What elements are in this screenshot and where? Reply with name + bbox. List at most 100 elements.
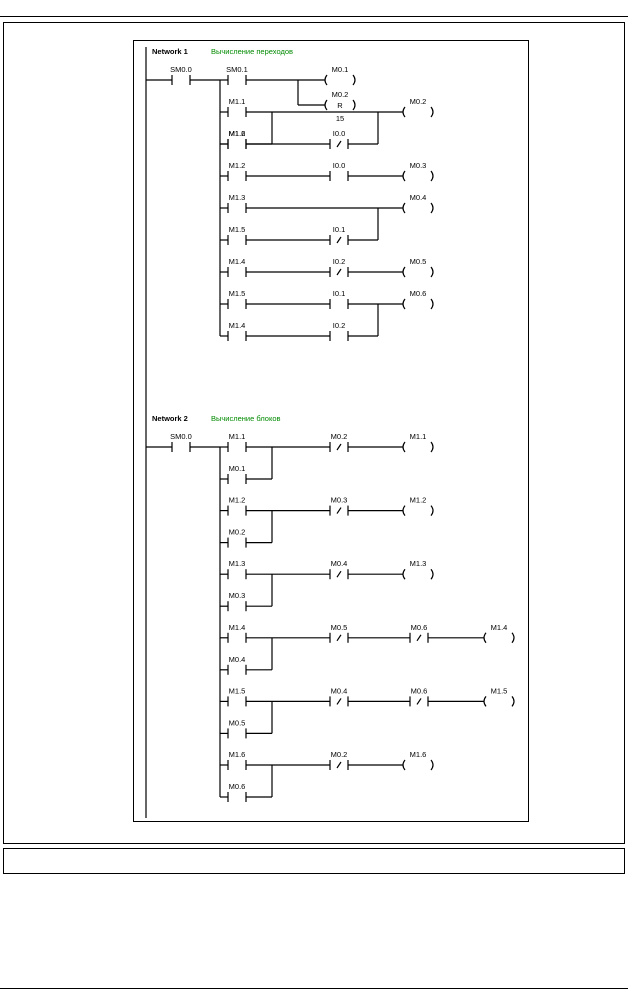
coil-label: M1.3	[410, 559, 427, 568]
contact-nc-slash	[336, 443, 342, 451]
contact-label: I0.2	[333, 257, 346, 266]
coil-label: M1.4	[491, 623, 508, 632]
coil-arc	[430, 441, 434, 453]
contact-label: M1.2	[229, 496, 246, 505]
coil-label: M1.6	[410, 750, 427, 759]
coil-arc	[402, 202, 406, 214]
coil-label: M0.1	[332, 65, 349, 74]
contact-label: I0.0	[333, 161, 346, 170]
contact-nc-slash	[416, 634, 422, 642]
contact-nc-slash	[336, 761, 342, 769]
coil-type: R	[337, 101, 343, 110]
coil-arc	[352, 99, 356, 111]
contact-label: M0.1	[229, 464, 246, 473]
coil-arc	[483, 696, 487, 707]
contact-label: SM0.0	[170, 432, 192, 441]
network-comment: Вычисление переходов	[211, 47, 293, 56]
coil-arc	[402, 759, 406, 771]
contact-label: M1.5	[229, 225, 246, 234]
coil-arc	[402, 505, 406, 516]
contact-label: M1.3	[229, 559, 246, 568]
contact-label: I0.1	[333, 225, 346, 234]
coil-label: M0.3	[410, 161, 427, 170]
contact-label: M1.3	[229, 193, 246, 202]
coil-label: M0.2	[332, 90, 349, 99]
contact-label: I0.1	[333, 289, 346, 298]
contact-nc-slash	[336, 140, 342, 148]
coil-label: M1.5	[491, 686, 508, 695]
contact-label: M1.6	[229, 129, 246, 138]
contact-label: M1.4	[229, 321, 246, 330]
figure-frame	[3, 22, 625, 844]
coil-arc	[483, 632, 487, 644]
coil-arc	[430, 298, 434, 310]
contact-label: M1.6	[229, 750, 246, 759]
contact-label: I0.0	[333, 129, 346, 138]
contact-nc-slash	[336, 268, 342, 276]
top-rule	[0, 16, 628, 17]
coil-label: M0.6	[410, 289, 427, 298]
contact-label: I0.2	[333, 321, 346, 330]
ladder-panel	[133, 40, 529, 822]
contact-nc-slash	[416, 698, 422, 705]
coil-arc	[430, 202, 434, 214]
caption-box	[3, 848, 625, 874]
contact-nc-slash	[336, 698, 342, 705]
coil-label: M1.2	[410, 496, 427, 505]
contact-label: M0.2	[229, 528, 246, 537]
contact-label: M1.5	[229, 686, 246, 695]
contact-label: M0.6	[411, 623, 428, 632]
coil-param: 15	[336, 114, 344, 123]
contact-label: M0.4	[331, 559, 348, 568]
coil-label: M1.1	[410, 432, 427, 441]
coil-arc	[430, 759, 434, 771]
contact-label: M0.2	[331, 750, 348, 759]
network-title: Network 2	[152, 414, 188, 423]
contact-label: M0.4	[229, 655, 246, 664]
contact-label: M0.5	[229, 718, 246, 727]
coil-arc	[402, 106, 406, 118]
coil-arc	[430, 568, 434, 580]
contact-label: M0.6	[229, 782, 246, 791]
coil-arc	[430, 266, 434, 278]
coil-arc	[402, 298, 406, 310]
coil-arc	[324, 99, 328, 111]
contact-nc-slash	[336, 236, 342, 244]
network-title: Network 1	[152, 47, 188, 56]
coil-arc	[402, 441, 406, 453]
coil-arc	[511, 696, 515, 707]
contact-label: M0.6	[411, 686, 428, 695]
contact-label: M1.5	[229, 289, 246, 298]
coil-arc	[511, 632, 515, 644]
coil-arc	[324, 74, 328, 86]
coil-arc	[402, 568, 406, 580]
coil-arc	[352, 74, 356, 86]
contact-label: M1.2	[229, 161, 246, 170]
coil-arc	[402, 266, 406, 278]
contact-label: SM0.1	[226, 65, 248, 74]
contact-label: M0.4	[331, 686, 348, 695]
contact-label: M0.3	[331, 496, 348, 505]
coil-arc	[430, 170, 434, 182]
coil-arc	[402, 170, 406, 182]
contact-label: M1.1	[229, 97, 246, 106]
network-comment: Вычисление блоков	[211, 414, 281, 423]
contact-label: M1.1	[229, 432, 246, 441]
contact-nc-slash	[336, 634, 342, 642]
contact-label: M0.3	[229, 591, 246, 600]
coil-label: M0.5	[410, 257, 427, 266]
bottom-rule	[0, 988, 628, 989]
coil-arc	[430, 505, 434, 516]
contact-label: M1.2	[229, 129, 246, 138]
coil-label: M0.2	[410, 97, 427, 106]
coil-label: M0.4	[410, 193, 427, 202]
coil-arc	[430, 106, 434, 118]
contact-label: M1.4	[229, 623, 246, 632]
contact-label: M0.2	[331, 432, 348, 441]
contact-label: SM0.0	[170, 65, 192, 74]
contact-label: M1.4	[229, 257, 246, 266]
contact-nc-slash	[336, 570, 342, 578]
contact-nc-slash	[336, 507, 342, 514]
contact-label: M0.5	[331, 623, 348, 632]
